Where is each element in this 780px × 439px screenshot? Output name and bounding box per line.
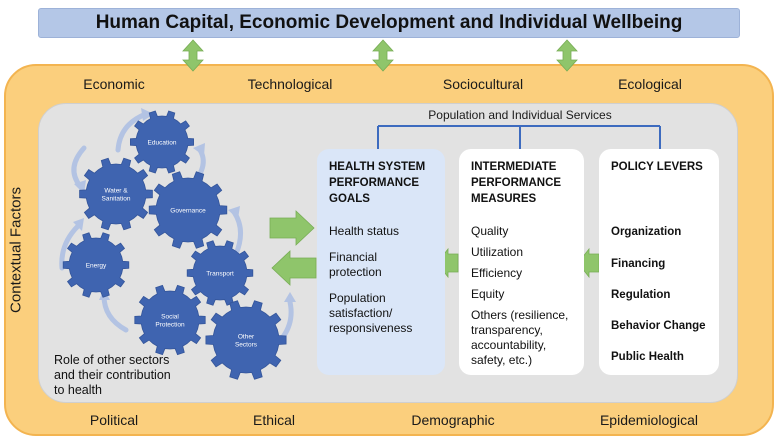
gear-label: Sectors [235, 342, 258, 349]
health-system-goals-box: HEALTH SYSTEM PERFORMANCE GOALS Health s… [317, 149, 445, 375]
gear-label: Sanitation [102, 196, 131, 203]
services-bracket [377, 125, 661, 150]
gear-label: Water & [104, 188, 128, 195]
gear-energy: Energy [62, 232, 130, 298]
factor-epidemiological: Epidemiological [599, 412, 699, 428]
gear-transport: Transport [186, 240, 254, 306]
health-goals-title: HEALTH SYSTEM PERFORMANCE GOALS [329, 161, 426, 205]
lever-public-health: Public Health [611, 351, 684, 363]
factor-technological: Technological [247, 76, 333, 92]
measure-efficiency: Efficiency [471, 266, 523, 280]
gear-label: Social [161, 314, 179, 321]
lever-organization: Organization [611, 226, 682, 238]
factor-demographic: Demographic [411, 412, 495, 428]
gear-water-sanitation: Water &Sanitation [79, 157, 153, 231]
goal-population-satisfaction: Population satisfaction/ responsiveness [329, 291, 413, 335]
arrow-to-health-goals [269, 210, 315, 246]
intermediate-measures-box: INTERMEDIATE PERFORMANCE MEASURES Qualit… [459, 149, 584, 375]
factor-ecological: Ecological [618, 76, 682, 92]
double-arrow-center [372, 39, 394, 72]
contextual-factors-label: Contextual Factors [7, 187, 25, 313]
measure-equity: Equity [471, 287, 505, 301]
measure-utilization: Utilization [471, 245, 524, 259]
lever-regulation: Regulation [611, 289, 671, 301]
goal-financial-protection: Financial protection [329, 250, 382, 279]
gear-label: Education [148, 140, 177, 147]
sectors-caption: Role of other sectors and their contribu… [54, 353, 171, 397]
services-label: Population and Individual Services [428, 108, 612, 122]
measure-quality: Quality [471, 224, 509, 238]
gear-label: Transport [206, 271, 234, 278]
intermediate-title: INTERMEDIATE PERFORMANCE MEASURES [471, 161, 562, 205]
lever-financing: Financing [611, 258, 666, 270]
gear-label: Other [238, 334, 255, 341]
gear-label: Governance [170, 208, 206, 215]
factor-economic: Economic [83, 76, 145, 92]
diagram-title: Human Capital, Economic Development and … [38, 8, 740, 38]
gear-label: Energy [86, 263, 107, 270]
measure-others: Others (resilience, transparency, accoun… [471, 308, 569, 367]
policy-levers-box: POLICY LEVERS Organization Financing Reg… [599, 149, 719, 375]
gear-label: Protection [155, 322, 185, 329]
policy-levers-title: POLICY LEVERS [611, 161, 703, 173]
double-arrow-left [182, 39, 204, 72]
factor-sociocultural: Sociocultural [442, 76, 524, 92]
factor-ethical: Ethical [252, 412, 296, 428]
arrow-to-sectors [271, 250, 317, 286]
double-arrow-right [556, 39, 578, 72]
gear-education: Education [130, 110, 194, 174]
factor-political: Political [89, 412, 139, 428]
goal-health-status: Health status [329, 224, 400, 238]
gear-governance: Governance [148, 171, 228, 249]
lever-behavior-change: Behavior Change [611, 320, 706, 332]
